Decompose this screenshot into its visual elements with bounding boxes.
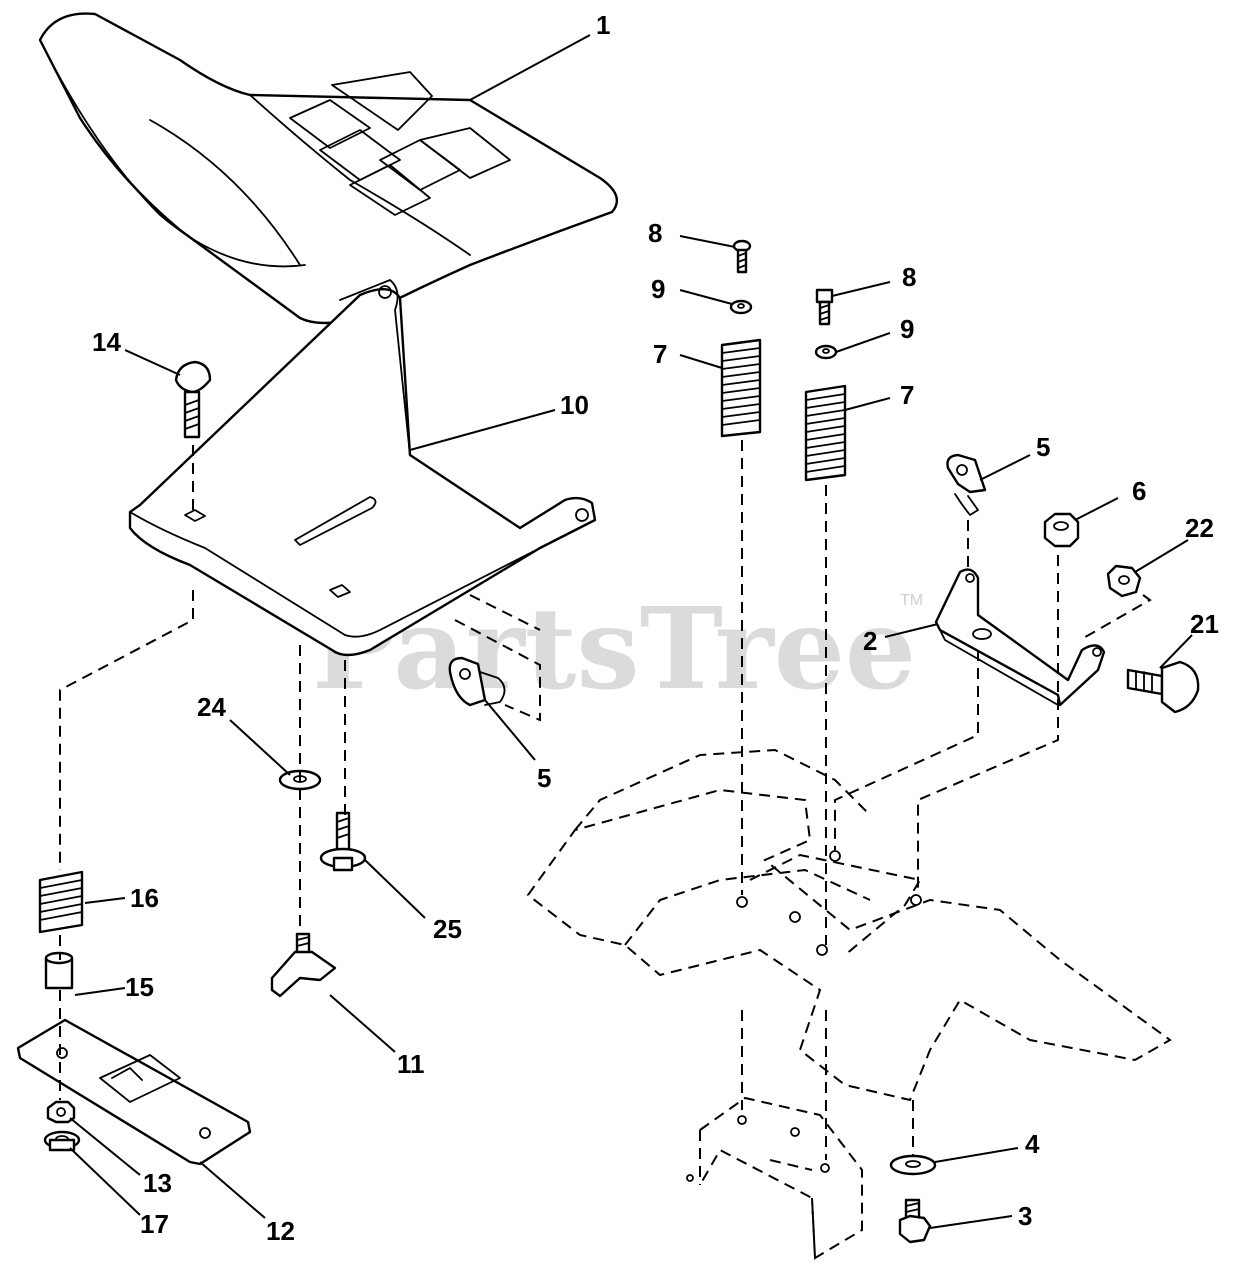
callout-7-left: 7	[653, 339, 667, 369]
spring-7-left-part[interactable]	[720, 338, 762, 438]
bracket-2-part[interactable]	[934, 568, 1106, 707]
knob-part[interactable]	[270, 932, 337, 998]
callout-labels: 1 10 14 5 24 25 11 16 15 12 13 17 8 9 7 …	[92, 10, 1219, 1246]
leader-lines	[69, 34, 1193, 1229]
callout-4: 4	[1025, 1129, 1040, 1159]
callout-6: 6	[1132, 476, 1146, 506]
callout-1: 1	[596, 10, 610, 40]
assembly-lines	[59, 440, 1152, 1160]
watermark-trademark: TM	[900, 592, 923, 609]
nut-22-part[interactable]	[1106, 564, 1142, 598]
callout-17: 17	[140, 1209, 169, 1239]
spring-7-right-part[interactable]	[804, 384, 847, 482]
bolt-25-part[interactable]	[319, 811, 367, 872]
bolt-21-part[interactable]	[1126, 660, 1200, 714]
washer-17-part[interactable]	[43, 1130, 81, 1152]
bolt-3-part[interactable]	[898, 1198, 932, 1244]
seat-part[interactable]	[38, 12, 619, 325]
nut-13-part[interactable]	[46, 1100, 76, 1124]
callout-10: 10	[560, 390, 589, 420]
callout-5-right: 5	[1036, 432, 1050, 462]
nut-6-part[interactable]	[1043, 512, 1080, 548]
clip-left-part[interactable]	[448, 656, 506, 707]
callout-21: 21	[1190, 609, 1219, 639]
callout-24: 24	[197, 692, 226, 722]
callout-14: 14	[92, 327, 121, 357]
callout-16: 16	[130, 883, 159, 913]
callout-2: 2	[863, 626, 877, 656]
callout-11: 11	[397, 1049, 425, 1079]
washer-9-left-part[interactable]	[729, 299, 753, 315]
washer-9-right-part[interactable]	[814, 344, 838, 360]
bracket-12-part[interactable]	[16, 1018, 252, 1166]
callout-22: 22	[1185, 513, 1214, 543]
callout-9-right: 9	[900, 314, 914, 344]
callout-15: 15	[125, 972, 154, 1002]
callout-5-left: 5	[537, 763, 551, 793]
screw-8-left-part[interactable]	[732, 239, 752, 274]
callout-13: 13	[143, 1168, 172, 1198]
seat-pan-part[interactable]	[128, 279, 597, 657]
washer-4-part[interactable]	[889, 1154, 937, 1176]
callout-9-left: 9	[651, 274, 665, 304]
spring-16-part[interactable]	[38, 870, 84, 934]
callout-12: 12	[266, 1216, 295, 1246]
callout-3: 3	[1018, 1201, 1032, 1231]
callout-7-right: 7	[900, 380, 914, 410]
callout-8-right: 8	[902, 262, 916, 292]
screw-8-right-part[interactable]	[815, 288, 834, 326]
clip-right-part[interactable]	[946, 453, 987, 516]
carriage-bolt-part[interactable]	[174, 360, 212, 439]
callout-8-left: 8	[648, 218, 662, 248]
callout-25: 25	[433, 914, 462, 944]
frame-outline	[526, 748, 1172, 1260]
